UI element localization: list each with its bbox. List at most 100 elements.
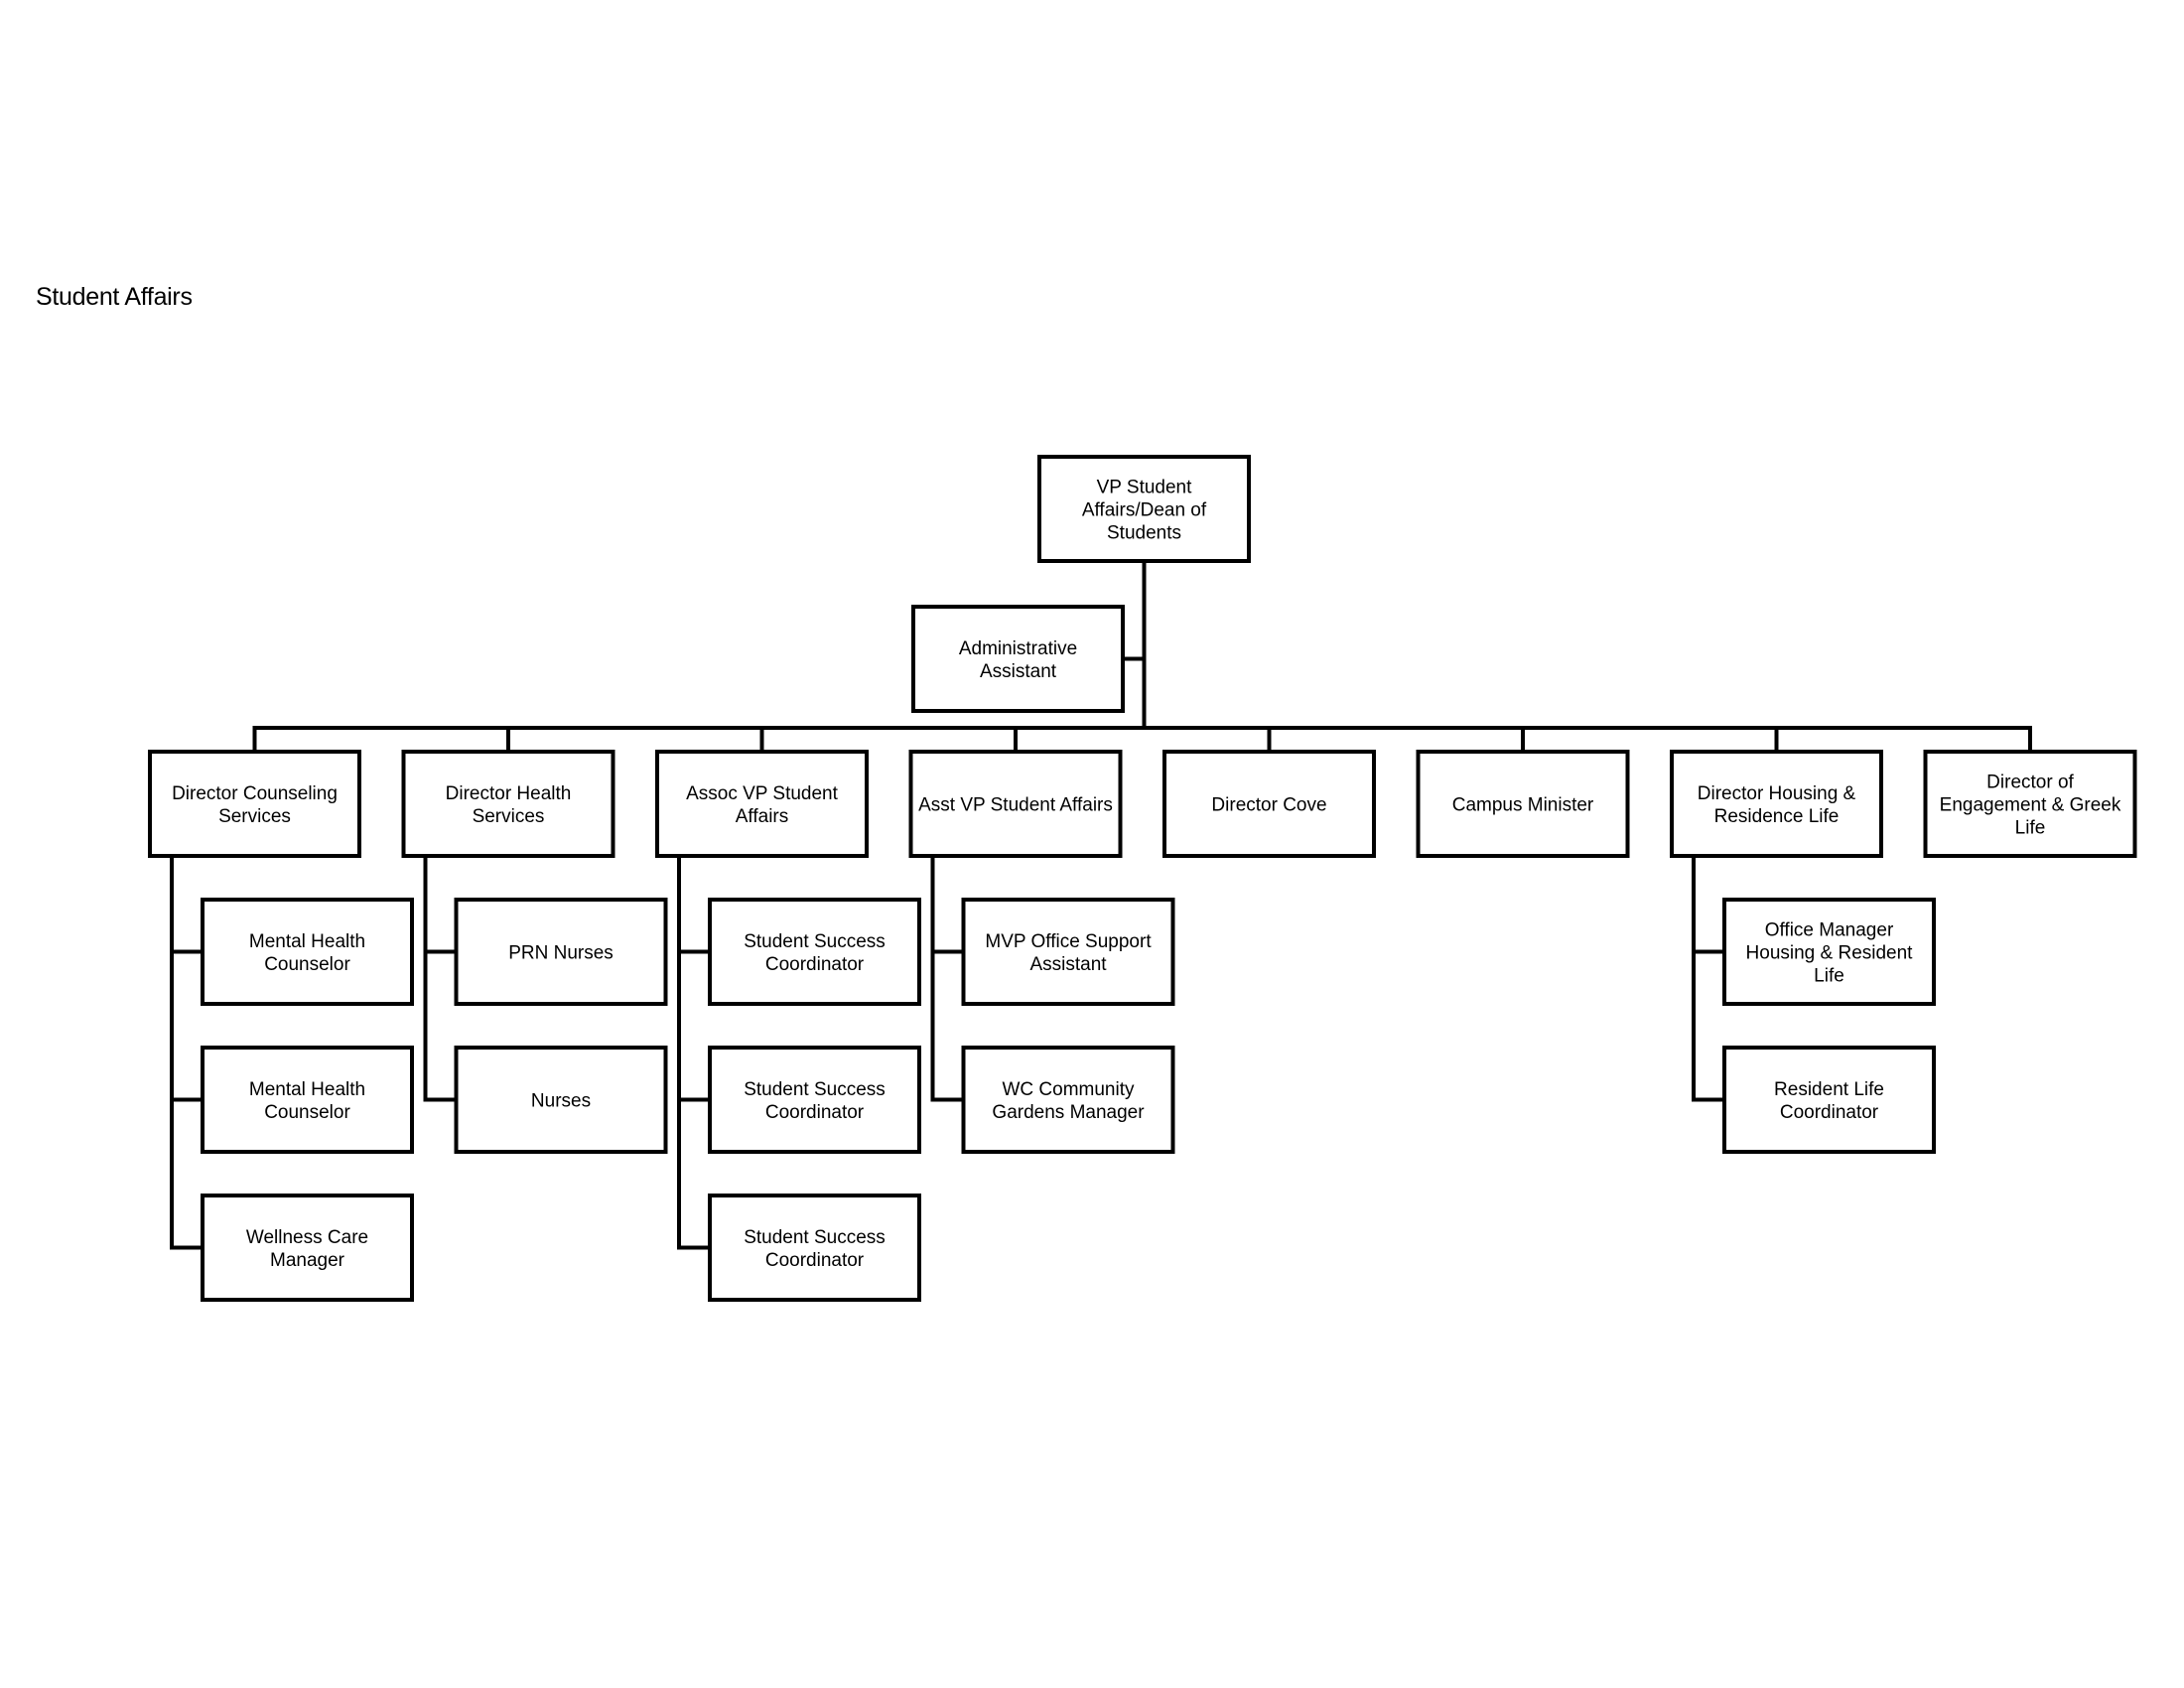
org-node-label-line: Residence Life	[1714, 806, 1840, 827]
org-node-asst-vp: Asst VP Student Affairs	[908, 750, 1123, 858]
org-node-label-line: MVP Office Support	[985, 931, 1152, 952]
org-node-label-line: Students	[1107, 523, 1181, 544]
org-node-label-line: Assoc VP Student	[686, 783, 839, 804]
org-node-label-line: Wellness Care	[246, 1227, 368, 1248]
org-node-label-line: Student Success	[744, 1079, 886, 1100]
org-node-label-line: Counselor	[264, 954, 350, 975]
org-node-box	[911, 605, 1125, 713]
org-node-campus-minister: Campus Minister	[1416, 750, 1630, 858]
connector-lines	[170, 559, 2032, 1250]
org-node-label-line: Engagement & Greek	[1940, 795, 2121, 816]
org-node-label-line: Nurses	[531, 1091, 591, 1112]
org-node-box	[655, 750, 869, 858]
org-node-label-line: WC Community	[1002, 1079, 1135, 1100]
org-node-label-line: Director Health	[446, 783, 572, 804]
org-node-label-line: Services	[218, 806, 291, 827]
org-node-box	[1162, 750, 1376, 858]
org-node-label: Asst VP Student Affairs	[918, 795, 1113, 816]
org-node-prn-nurses: PRN Nurses	[454, 898, 668, 1006]
org-node-box	[148, 750, 361, 858]
org-node-label-line: Resident Life	[1774, 1079, 1884, 1100]
org-node-label-line: Housing & Resident	[1746, 943, 1914, 964]
org-node-label: Campus Minister	[1452, 795, 1594, 816]
org-node-box	[1722, 898, 1936, 1006]
org-node-box	[1923, 750, 2137, 858]
org-node-box	[708, 1046, 921, 1154]
org-node-label-line: PRN Nurses	[508, 943, 614, 964]
org-node-label-line: Asst VP Student Affairs	[918, 795, 1113, 816]
org-node-label-line: Life	[1814, 966, 1844, 987]
org-node-label-line: Director Housing &	[1698, 783, 1856, 804]
org-node-label-line: Director of	[1986, 773, 2074, 793]
org-node-director-housing: Director Housing &Residence Life	[1670, 750, 1883, 858]
org-node-box	[908, 750, 1123, 858]
org-node-label-line: Coordinator	[1780, 1102, 1879, 1123]
org-node-box	[961, 1046, 1175, 1154]
org-node-label-line: Life	[2015, 818, 2046, 839]
org-node-label-line: Affairs/Dean of	[1082, 500, 1207, 521]
org-node-box	[201, 898, 414, 1006]
org-node-label-line: Gardens Manager	[992, 1102, 1145, 1123]
org-node-label: Director Cove	[1211, 795, 1326, 816]
org-node-label-line: Services	[473, 806, 545, 827]
org-node-label-line: Assistant	[1029, 954, 1107, 975]
org-node-label-line: Mental Health	[249, 931, 365, 952]
org-node-label-line: Director Cove	[1211, 795, 1326, 816]
org-node-label-line: Counselor	[264, 1102, 350, 1123]
org-node-label: Nurses	[531, 1091, 591, 1112]
org-node-label-line: Office Manager	[1765, 920, 1894, 941]
org-node-label-line: Coordinator	[765, 954, 865, 975]
org-node-box	[961, 898, 1175, 1006]
org-node-label: Director Housing &Residence Life	[1698, 783, 1856, 827]
org-node-box	[201, 1194, 414, 1302]
org-node-label-line: Coordinator	[765, 1102, 865, 1123]
org-node-box	[708, 898, 921, 1006]
org-node-label-line: Director Counseling	[172, 783, 338, 804]
org-node-label-line: Mental Health	[249, 1079, 365, 1100]
page-title: Student Affairs	[36, 283, 193, 311]
org-node-box	[454, 898, 668, 1006]
org-node-box	[1670, 750, 1883, 858]
org-node-label-line: Administrative	[959, 638, 1077, 659]
org-node-box	[1416, 750, 1630, 858]
org-node-box	[708, 1194, 921, 1302]
org-node-box	[1037, 455, 1251, 563]
org-node-box	[201, 1046, 414, 1154]
org-node-label-line: Student Success	[744, 1227, 886, 1248]
org-node-director-cove: Director Cove	[1162, 750, 1376, 858]
org-node-label-line: Assistant	[980, 661, 1057, 682]
org-node-label-line: Coordinator	[765, 1250, 865, 1271]
org-node-label-line: Affairs	[736, 806, 789, 827]
org-node-label-line: VP Student	[1097, 478, 1193, 498]
